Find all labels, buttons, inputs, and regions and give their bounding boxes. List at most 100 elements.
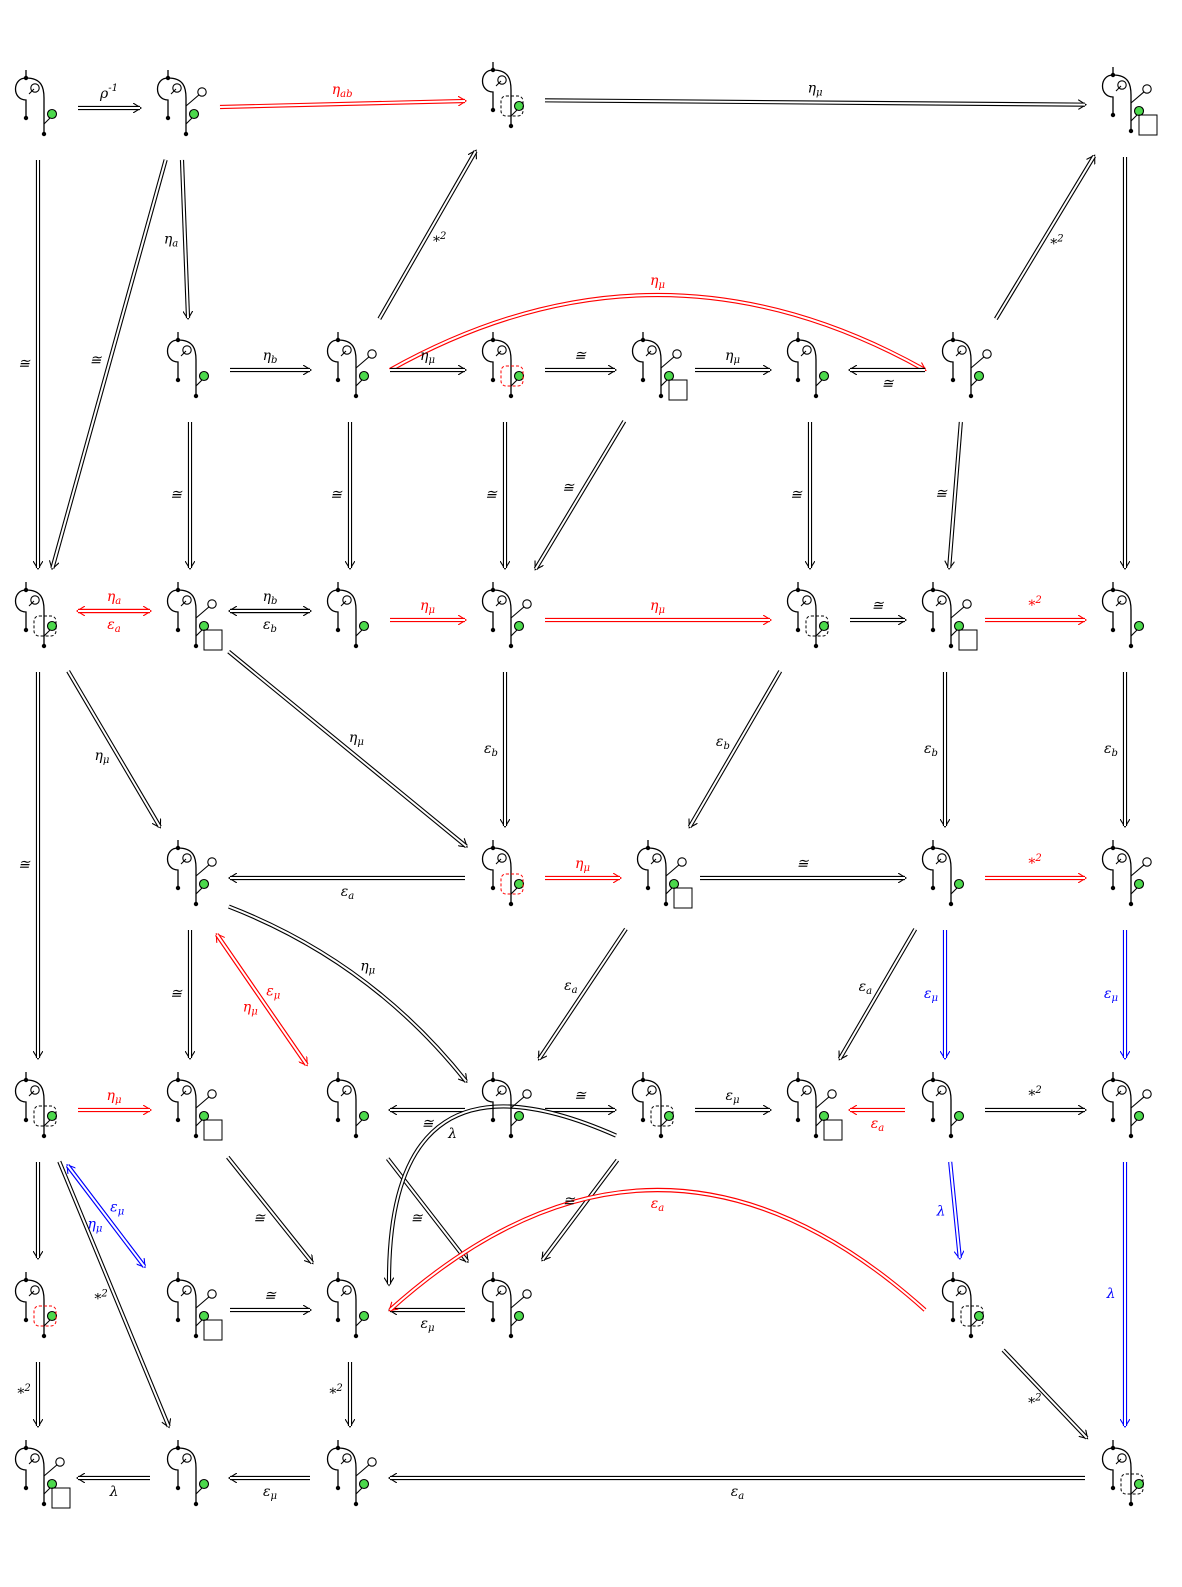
boxed-region — [1139, 115, 1157, 135]
arrow-n_r3c5-to-n_r4c5 — [840, 929, 915, 1059]
arrow-label-60: ≅ — [563, 1194, 576, 1210]
unit-circle — [983, 350, 991, 358]
vertex — [1111, 73, 1115, 77]
arrow-label-48: ημ — [107, 1088, 122, 1106]
arrow-label-10: ηb — [263, 348, 278, 366]
arrow-label-62: λ — [936, 1203, 946, 1219]
string — [1103, 840, 1132, 902]
string — [943, 1272, 972, 1334]
counit-dot — [491, 1118, 495, 1122]
green-node — [515, 1312, 524, 1321]
green-node — [975, 1312, 984, 1321]
arrow-label-31: ημ — [349, 730, 364, 748]
counit-dot — [176, 628, 180, 632]
string — [328, 1072, 357, 1134]
arrow-label-36: εa — [341, 884, 355, 902]
string — [16, 1440, 45, 1502]
vertex — [1111, 846, 1115, 850]
diagram-n_r2c5 — [923, 582, 978, 650]
vertex — [491, 846, 495, 850]
arrow-label-64: ≅ — [264, 1288, 277, 1304]
green-node — [360, 1480, 369, 1489]
arrow-n_r4c2-to-n_r3c1 — [217, 935, 307, 1065]
arrow-label-8: *2 — [1050, 233, 1063, 253]
green-node — [48, 1312, 57, 1321]
vertex — [1111, 1446, 1115, 1450]
boxed-region — [204, 1120, 222, 1140]
vertex — [1111, 1078, 1115, 1082]
vertex — [951, 338, 955, 342]
unit-circle — [1143, 1090, 1151, 1098]
green-node — [200, 1112, 209, 1121]
green-node — [360, 622, 369, 631]
unit-circle — [828, 1090, 836, 1098]
diagram-n_r6c1 — [168, 1440, 209, 1506]
string — [168, 332, 197, 394]
unit-circle — [1143, 85, 1151, 93]
arrow-label-61: λ — [447, 1126, 457, 1142]
diagram-n_r1c1 — [168, 332, 209, 398]
arrow-n_r0c1-to-n_r2c0 — [52, 160, 165, 568]
green-node — [1135, 1112, 1144, 1121]
string — [633, 1072, 662, 1134]
arrow-label-32: εb — [484, 741, 498, 759]
green-node — [665, 1112, 674, 1121]
arrow-label-72: λ — [109, 1484, 119, 1500]
string — [788, 582, 817, 644]
green-node — [200, 880, 209, 889]
diagram-n_r4c2 — [328, 1072, 369, 1138]
green-node — [975, 372, 984, 381]
arrow-n_r1c4-to-n_r2c3 — [536, 421, 625, 569]
arrow-label-57: *2 — [94, 1288, 107, 1308]
counit-dot — [1111, 628, 1115, 632]
counit-dot — [1111, 1118, 1115, 1122]
arrow-label-42: εμ — [266, 984, 280, 1002]
arrow-n_r2c0-to-n_r3c1 — [68, 671, 160, 827]
counit-dot — [24, 628, 28, 632]
counit-dot — [1111, 886, 1115, 890]
counit-dot — [796, 628, 800, 632]
diagram-n_r2c4 — [788, 582, 829, 648]
boxed-region — [52, 1488, 70, 1508]
arrow-label-53: *2 — [1028, 1085, 1041, 1105]
counit-dot — [24, 1318, 28, 1322]
green-node — [820, 372, 829, 381]
counit-dot — [646, 886, 650, 890]
arrow-label-13: ημ — [725, 348, 740, 366]
green-node — [515, 1112, 524, 1121]
diagram-n_r1c6 — [943, 332, 992, 398]
string — [483, 582, 512, 644]
arrow-label-47: εμ — [1104, 986, 1118, 1004]
string — [923, 582, 952, 644]
boxed-region — [204, 1320, 222, 1340]
string — [923, 1072, 952, 1134]
green-node — [48, 1112, 57, 1121]
vertex — [491, 338, 495, 342]
arrow-label-14: ≅ — [882, 376, 895, 392]
green-node — [48, 110, 57, 119]
unit-circle — [523, 1290, 531, 1298]
arrow-label-56: εμ — [110, 1200, 124, 1218]
unit-circle — [963, 600, 971, 608]
green-node — [190, 110, 199, 119]
arrow-label-59: ≅ — [411, 1211, 424, 1227]
arrow-label-46: εμ — [924, 986, 938, 1004]
counit-dot — [491, 886, 495, 890]
counit-dot — [24, 1486, 28, 1490]
counit-dot — [176, 1318, 180, 1322]
arrow-label-22: εa — [107, 617, 121, 635]
diagram-n_r4c0 — [16, 1072, 57, 1138]
arrow-label-25: ημ — [420, 598, 435, 616]
arrow-label-51: εμ — [725, 1088, 739, 1106]
arrow-n_r3c4-to-n_r4c3 — [539, 929, 626, 1059]
counit-dot — [491, 108, 495, 112]
arrow-label-45: εa — [859, 979, 873, 997]
unit-circle — [208, 858, 216, 866]
diagram-n_r6c2 — [328, 1440, 377, 1506]
diagram-n_r1c4 — [633, 332, 688, 400]
unit-circle — [198, 88, 206, 96]
counit-dot — [24, 1118, 28, 1122]
string — [483, 62, 512, 124]
boxed-region — [669, 380, 687, 400]
